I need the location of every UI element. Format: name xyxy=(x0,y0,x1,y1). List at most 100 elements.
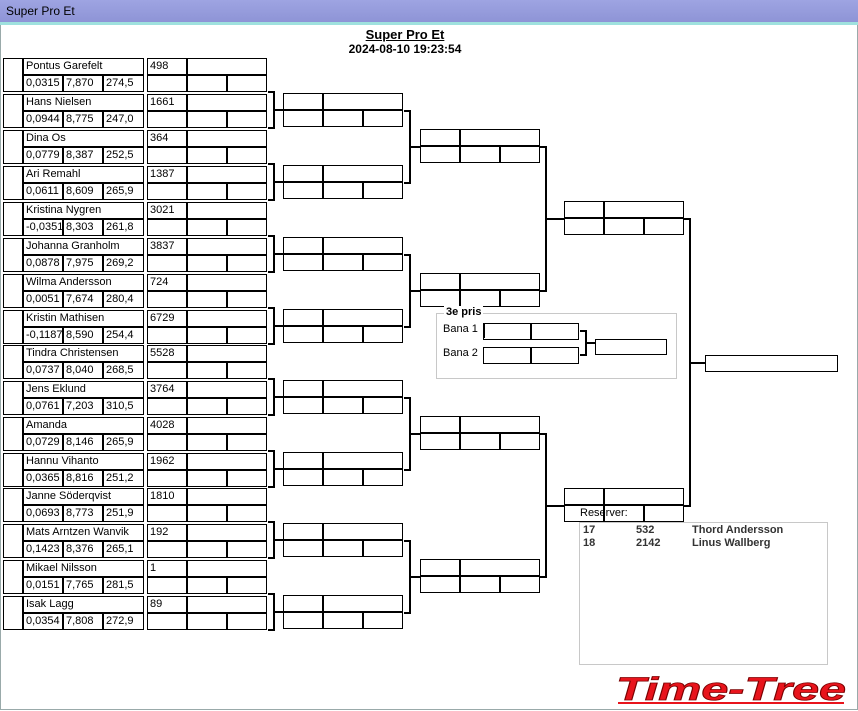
lane2-result[interactable] xyxy=(531,347,579,364)
speed[interactable]: 247,0 xyxy=(103,111,144,128)
entry-cell[interactable] xyxy=(283,182,323,199)
seed-box[interactable] xyxy=(3,453,23,487)
result-cell[interactable] xyxy=(227,327,267,344)
window-titlebar[interactable]: Super Pro Et xyxy=(0,0,858,23)
elapsed-time[interactable]: 8,303 xyxy=(63,219,103,236)
elapsed-time[interactable]: 8,775 xyxy=(63,111,103,128)
result-cell[interactable] xyxy=(187,75,227,92)
entry-cell[interactable] xyxy=(500,290,540,307)
entry-cell[interactable] xyxy=(323,397,363,414)
driver-name[interactable]: Wilma Andersson xyxy=(23,274,144,291)
entry-cell[interactable] xyxy=(283,254,323,271)
result-cell[interactable] xyxy=(147,505,187,522)
result-cell[interactable] xyxy=(227,434,267,451)
seed-box[interactable] xyxy=(3,381,23,415)
entry-cell[interactable] xyxy=(283,595,323,612)
result-cell[interactable] xyxy=(227,75,267,92)
entry-cell[interactable] xyxy=(283,165,323,182)
speed[interactable]: 272,9 xyxy=(103,613,144,630)
result-cell[interactable] xyxy=(227,613,267,630)
entry-cell[interactable] xyxy=(420,146,460,163)
car-number[interactable]: 6729 xyxy=(147,310,187,327)
driver-name[interactable]: Mats Arntzen Wanvik xyxy=(23,524,144,541)
entry-cell[interactable] xyxy=(283,309,323,326)
dial-in[interactable] xyxy=(187,130,267,147)
speed[interactable]: 261,8 xyxy=(103,219,144,236)
entry-cell[interactable] xyxy=(460,273,540,290)
reaction-time[interactable]: 0,0737 xyxy=(23,362,63,379)
dial-in[interactable] xyxy=(187,345,267,362)
car-number[interactable]: 364 xyxy=(147,130,187,147)
result-cell[interactable] xyxy=(187,470,227,487)
elapsed-time[interactable]: 7,765 xyxy=(63,577,103,594)
entry-cell[interactable] xyxy=(420,576,460,593)
seed-box[interactable] xyxy=(3,166,23,200)
result-cell[interactable] xyxy=(147,327,187,344)
result-cell[interactable] xyxy=(227,470,267,487)
entry-cell[interactable] xyxy=(323,93,403,110)
reaction-time[interactable]: 0,0878 xyxy=(23,255,63,272)
result-cell[interactable] xyxy=(147,362,187,379)
lane1-result[interactable] xyxy=(531,323,579,340)
entry-cell[interactable] xyxy=(283,93,323,110)
elapsed-time[interactable]: 8,146 xyxy=(63,434,103,451)
result-cell[interactable] xyxy=(187,291,227,308)
entry-cell[interactable] xyxy=(460,559,540,576)
entry-cell[interactable] xyxy=(323,326,363,343)
reaction-time[interactable]: 0,0693 xyxy=(23,505,63,522)
entry-cell[interactable] xyxy=(460,146,500,163)
entry-cell[interactable] xyxy=(323,452,403,469)
result-cell[interactable] xyxy=(187,219,227,236)
result-cell[interactable] xyxy=(187,577,227,594)
entry-cell[interactable] xyxy=(460,433,500,450)
seed-box[interactable] xyxy=(3,94,23,128)
elapsed-time[interactable]: 8,773 xyxy=(63,505,103,522)
entry-cell[interactable] xyxy=(283,380,323,397)
result-cell[interactable] xyxy=(227,541,267,558)
result-cell[interactable] xyxy=(147,613,187,630)
dial-in[interactable] xyxy=(187,94,267,111)
car-number[interactable]: 724 xyxy=(147,274,187,291)
result-cell[interactable] xyxy=(147,255,187,272)
speed[interactable]: 310,5 xyxy=(103,398,144,415)
entry-cell[interactable] xyxy=(604,505,644,522)
elapsed-time[interactable]: 8,609 xyxy=(63,183,103,200)
entry-cell[interactable] xyxy=(500,146,540,163)
car-number[interactable]: 1661 xyxy=(147,94,187,111)
dial-in[interactable] xyxy=(187,274,267,291)
car-number[interactable]: 3021 xyxy=(147,202,187,219)
speed[interactable]: 280,4 xyxy=(103,291,144,308)
entry-cell[interactable] xyxy=(283,469,323,486)
driver-name[interactable]: Isak Lagg xyxy=(23,596,144,613)
result-cell[interactable] xyxy=(147,434,187,451)
third-place-winner[interactable] xyxy=(595,339,667,355)
speed[interactable]: 268,5 xyxy=(103,362,144,379)
result-cell[interactable] xyxy=(187,505,227,522)
entry-cell[interactable] xyxy=(323,254,363,271)
driver-name[interactable]: Hans Nielsen xyxy=(23,94,144,111)
elapsed-time[interactable]: 7,674 xyxy=(63,291,103,308)
result-cell[interactable] xyxy=(187,434,227,451)
driver-name[interactable]: Tindra Christensen xyxy=(23,345,144,362)
entry-cell[interactable] xyxy=(604,488,684,505)
seed-box[interactable] xyxy=(3,58,23,92)
reaction-time[interactable]: 0,0761 xyxy=(23,398,63,415)
entry-cell[interactable] xyxy=(460,290,500,307)
seed-box[interactable] xyxy=(3,274,23,308)
seed-box[interactable] xyxy=(3,488,23,522)
entry-cell[interactable] xyxy=(283,326,323,343)
result-cell[interactable] xyxy=(187,183,227,200)
entry-cell[interactable] xyxy=(500,576,540,593)
dial-in[interactable] xyxy=(187,238,267,255)
entry-cell[interactable] xyxy=(323,110,363,127)
car-number[interactable]: 5528 xyxy=(147,345,187,362)
result-cell[interactable] xyxy=(147,75,187,92)
car-number[interactable]: 4028 xyxy=(147,417,187,434)
entry-cell[interactable] xyxy=(363,110,403,127)
entry-cell[interactable] xyxy=(323,182,363,199)
result-cell[interactable] xyxy=(147,111,187,128)
result-cell[interactable] xyxy=(187,255,227,272)
result-cell[interactable] xyxy=(147,470,187,487)
entry-cell[interactable] xyxy=(460,129,540,146)
dial-in[interactable] xyxy=(187,202,267,219)
